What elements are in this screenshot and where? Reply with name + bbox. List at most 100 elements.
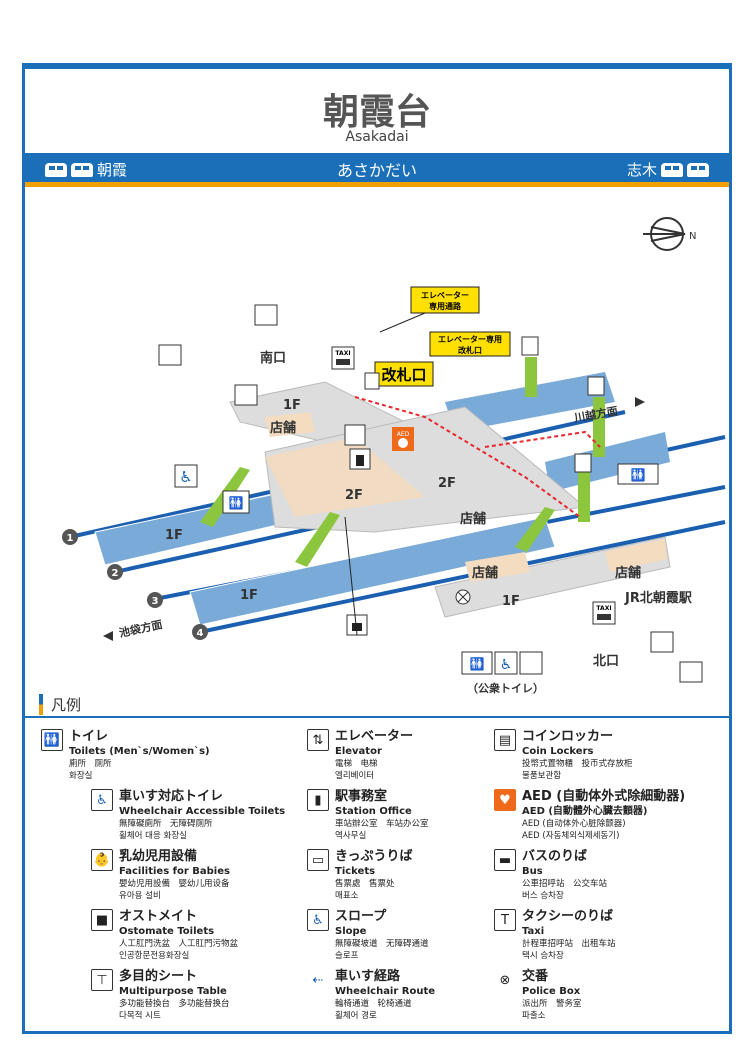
elevator-icon: [364, 336, 605, 473]
shop-north-left: [465, 552, 530, 582]
legend-l1: 投幣式置物櫃 投币式存放柜: [522, 759, 633, 769]
svg-text:N: N: [689, 231, 696, 242]
svg-text:🚻: 🚻: [229, 496, 244, 510]
legend-l1: 計程車招呼站 出租车站: [522, 939, 616, 949]
legend-l2: 역사무실: [335, 831, 367, 841]
next-station: 志木: [627, 159, 709, 180]
taxi-icon: TAXI: [592, 601, 616, 625]
train-icon: [687, 162, 709, 177]
legend-en: Toilets (Men`s/Women`s): [69, 746, 210, 757]
legend-en: Multipurpose Table: [119, 986, 227, 997]
toilet-icon: 🚻: [461, 651, 493, 675]
svg-text:専用通路: 専用通路: [429, 301, 462, 311]
legend-l2: 파출소: [522, 1011, 546, 1021]
bus-icon: [158, 304, 703, 683]
legend-l1: 車站辦公室 车站办公室: [335, 819, 429, 829]
arrow-icon: [103, 631, 113, 641]
legend-jp: 交番: [522, 969, 549, 984]
toilet-icon: 🚻: [222, 490, 250, 514]
train-icon: [71, 162, 93, 177]
police-box-icon: [455, 589, 471, 605]
track-number-2: 2: [112, 568, 119, 579]
wheelchair-route-icon: ⇠: [312, 972, 324, 988]
station-map-frame: 朝霞台 Asakadai 朝霞 あさかだい 志木 N: [22, 63, 732, 1034]
line-band: 朝霞 あさかだい 志木: [25, 153, 729, 183]
legend-en: Tickets: [335, 866, 376, 877]
legend-l1: 廁所 厕所: [69, 759, 112, 769]
track-number-3: 3: [152, 596, 159, 607]
legend-l2: 택시 승차장: [522, 951, 564, 961]
legend-jp: タクシーのりば: [522, 909, 614, 924]
svg-text:TAXI: TAXI: [596, 605, 611, 612]
legend-en: Slope: [335, 926, 367, 937]
legend-l1: 嬰幼児用設備 婴幼儿用设备: [119, 879, 230, 889]
station-map: N: [62, 217, 726, 695]
svg-text:AED: AED: [397, 431, 410, 438]
shop-label: 店舗: [460, 511, 486, 527]
legend-jp: コインロッカー: [522, 729, 614, 744]
legend-l2: 화장실: [69, 771, 93, 781]
legend-l2: 물품보관함: [522, 771, 562, 781]
legend-l1: 人工肛門洗盆 人工肛門污物盆: [119, 939, 239, 949]
shop-label: 店舗: [270, 420, 296, 436]
station-office-icon: ▮: [307, 789, 329, 811]
wheelchair-route: [484, 430, 601, 448]
legend-en: Coin Lockers: [522, 746, 594, 757]
legend-l1: 多功能替換台 多功能替换台: [119, 999, 230, 1009]
svg-text:改札口: 改札口: [381, 366, 426, 384]
legend-l2: 매표소: [335, 891, 359, 901]
floor-label: 1F: [502, 594, 520, 609]
floor-label: 2F: [438, 476, 456, 491]
legend-l2: 엘리베이터: [335, 771, 375, 781]
ticket-icon: [344, 424, 366, 446]
track-numbers: 1 2 3 4: [62, 529, 208, 640]
station-romaji: Asakadai: [345, 129, 409, 145]
legend-l2: 휠체어 대응 화장실: [119, 831, 187, 841]
arrow-icon: [635, 397, 645, 407]
aed-icon: ♥: [494, 789, 516, 811]
legend-en: Wheelchair Accessible Toilets: [119, 806, 286, 817]
legend-en: Ostomate Toilets: [119, 926, 215, 937]
legend-l2: 슬로프: [335, 951, 359, 961]
legend-en: Elevator: [335, 746, 382, 757]
svg-text:TAXI: TAXI: [335, 350, 350, 357]
aed-icon: AED: [392, 427, 414, 451]
south-exit-label: 南口: [260, 350, 286, 366]
legend-jp: トイレ: [69, 729, 109, 744]
legend-l2: 인공항문전용화장실: [119, 951, 190, 961]
floor-label: 1F: [165, 528, 183, 543]
shop-south: [265, 412, 315, 437]
concourse-2f-paid: [265, 437, 425, 517]
taxi-icon: TAXI: [331, 346, 355, 370]
next-station-label: 志木: [626, 161, 657, 179]
legend-jp: 車いす経路: [335, 969, 401, 984]
legend-l2: 버스 승차장: [522, 891, 564, 901]
legend-jp: 車いす対応トイレ: [119, 789, 224, 804]
svg-text:🚻: 🚻: [631, 468, 646, 482]
prev-station-label: 朝霞: [97, 161, 128, 179]
legend-en: Taxi: [522, 926, 545, 937]
svg-text:エレベーター専用: エレベーター専用: [438, 334, 502, 344]
floor-label: 1F: [240, 588, 258, 603]
platform-upper: [445, 372, 615, 432]
legend-l1: 無障礙廁所 无障碍厕所: [119, 819, 213, 829]
legend-en: Police Box: [522, 986, 581, 997]
legend-title: 凡例: [39, 694, 82, 715]
multipurpose-table-icon: ⊤: [91, 969, 113, 991]
legend-en: Facilities for Babies: [119, 866, 230, 877]
line-stripe: [25, 182, 729, 187]
train-icon: [45, 162, 67, 177]
svg-text:🚻: 🚻: [470, 657, 485, 671]
legend-l1: 輪椅通道 轮椅通道: [335, 999, 412, 1009]
police-box-icon: ⊗: [499, 972, 511, 988]
